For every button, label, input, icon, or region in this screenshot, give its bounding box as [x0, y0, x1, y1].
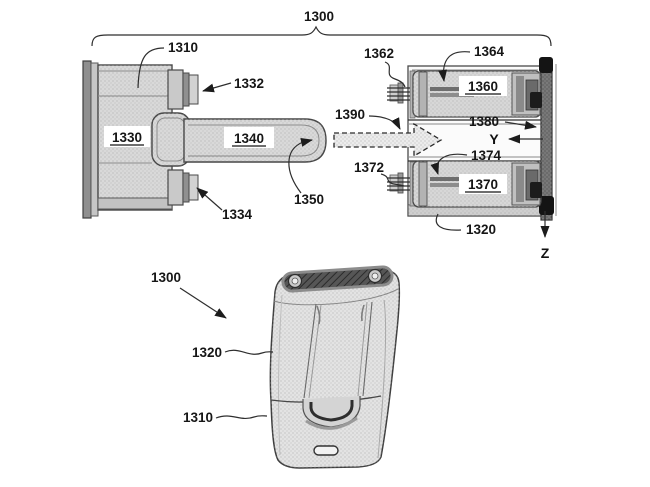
module-bottom-band-texture: [408, 205, 542, 216]
brace-1300: [91, 25, 552, 47]
cell-1360-stripe-1: [430, 87, 474, 91]
channel-right-outer: [362, 301, 373, 397]
label-1350: 1350: [294, 192, 324, 207]
cartridge-assembly: 1330 1340 1310 1332 1334 1350: [82, 40, 327, 222]
top-post-cap: [188, 74, 199, 105]
tongue-bulge-texture: [152, 113, 190, 166]
shoulder-line: [273, 288, 399, 306]
u-notch-shadow: [305, 416, 358, 430]
axis-label-y: Y: [489, 131, 499, 147]
cell-1370-stripe-2: [430, 183, 474, 187]
top-post-1332: [167, 69, 199, 110]
arrow-1364: [438, 51, 471, 82]
end-plate-1380: [539, 57, 557, 221]
cell-1360-contact-blob: [530, 92, 542, 108]
cartridge-bottom-band: [97, 197, 173, 210]
contact-1362: [387, 82, 410, 104]
device-body-texture: [270, 270, 400, 468]
contact-1372-ring: [397, 172, 404, 194]
arrow-1332: [202, 82, 232, 93]
contact-1372: [387, 172, 410, 194]
label-1364: 1364: [474, 44, 505, 59]
leader-1372: [380, 173, 405, 187]
arrow-1350: [288, 137, 313, 194]
cell-1370-stripe-1: [430, 177, 474, 181]
charge-port-slot: [313, 445, 339, 456]
cell-1370-left-ring: [418, 161, 428, 207]
label-1370: 1370: [468, 177, 498, 192]
end-plate-top-blob: [539, 57, 553, 73]
label-1334: 1334: [222, 207, 253, 222]
contact-1362-ring: [397, 82, 404, 104]
bottom-post-dark-ring: [182, 172, 190, 203]
battery-cell-1370: 1370: [412, 160, 542, 208]
battery-cell-1360: 1360: [412, 70, 542, 118]
channel-right-inner: [357, 301, 368, 397]
bottom-post-cap: [188, 174, 199, 201]
label-1330: 1330: [112, 130, 142, 145]
arrow-1300-device: [179, 287, 227, 319]
left-side-shade: [278, 294, 283, 456]
channel-top-left-detail: [316, 305, 321, 325]
arrow-1374: [430, 153, 468, 175]
bottom-post-ring: [167, 169, 184, 206]
u-notch-inner: [309, 400, 354, 422]
leader-1362: [384, 61, 406, 88]
cell-1370-contact-1: [516, 166, 524, 202]
channel-left-outer: [303, 303, 317, 399]
label-1320-module: 1320: [466, 222, 496, 237]
cartridge-end-plate-dark: [82, 60, 92, 219]
label-1300-top: 1300: [304, 9, 334, 24]
arrow-1380: [504, 120, 537, 130]
tongue-bar-inner: [188, 124, 320, 157]
top-post-dark-ring: [182, 72, 190, 107]
insertion-arrow-group: 1390: [333, 107, 443, 158]
assembled-device-view: 1300 1320 1310: [151, 265, 401, 469]
cell-1360-contact-1: [516, 76, 524, 112]
label-1340: 1340: [234, 131, 264, 146]
axis-label-z: Z: [541, 245, 550, 261]
label-1310: 1310: [168, 40, 198, 55]
top-post-ring: [167, 69, 184, 110]
label-1380: 1380: [469, 114, 499, 129]
leader-1320-module: [435, 213, 462, 231]
cartridge-end-plate-light: [90, 62, 99, 217]
leader-1390: [368, 115, 401, 130]
cell-1370-contact-blob: [530, 182, 542, 198]
arrow-1334: [196, 187, 223, 211]
power-module-assembly: 1360 1370: [354, 44, 557, 261]
label-1332: 1332: [234, 76, 264, 91]
channel-top-right-detail: [360, 304, 365, 322]
label-1310-device: 1310: [183, 410, 213, 425]
leader-1310-device: [215, 415, 268, 420]
label-1320-device: 1320: [192, 345, 222, 360]
bottom-post-1334: [167, 169, 199, 206]
label-1390: 1390: [335, 107, 365, 122]
leader-1310: [137, 47, 165, 89]
label-1372: 1372: [354, 160, 384, 175]
top-eyelet-right-inner: [371, 272, 379, 280]
label-1300-device: 1300: [151, 270, 181, 285]
top-eyelet-left-inner: [291, 277, 299, 285]
top-face-hatch: [284, 268, 391, 290]
label-1374: 1374: [471, 148, 502, 163]
insertion-arrow-1390: [333, 122, 443, 158]
label-1362: 1362: [364, 46, 394, 61]
label-patch-1330: [104, 126, 150, 147]
label-patch-1360: [459, 76, 507, 96]
cell-1360-left-ring: [418, 71, 428, 117]
cell-1360-stripe-2: [430, 93, 474, 97]
assembly-brace-group: 1300: [91, 9, 552, 47]
end-plate-texture: [541, 60, 552, 220]
end-plate-bottom-blob: [539, 196, 554, 215]
leader-1320-device: [224, 349, 274, 355]
right-side-shade: [377, 299, 387, 459]
label-1360: 1360: [468, 79, 498, 94]
label-patch-1370: [459, 174, 507, 194]
label-patch-1340: [224, 127, 274, 148]
